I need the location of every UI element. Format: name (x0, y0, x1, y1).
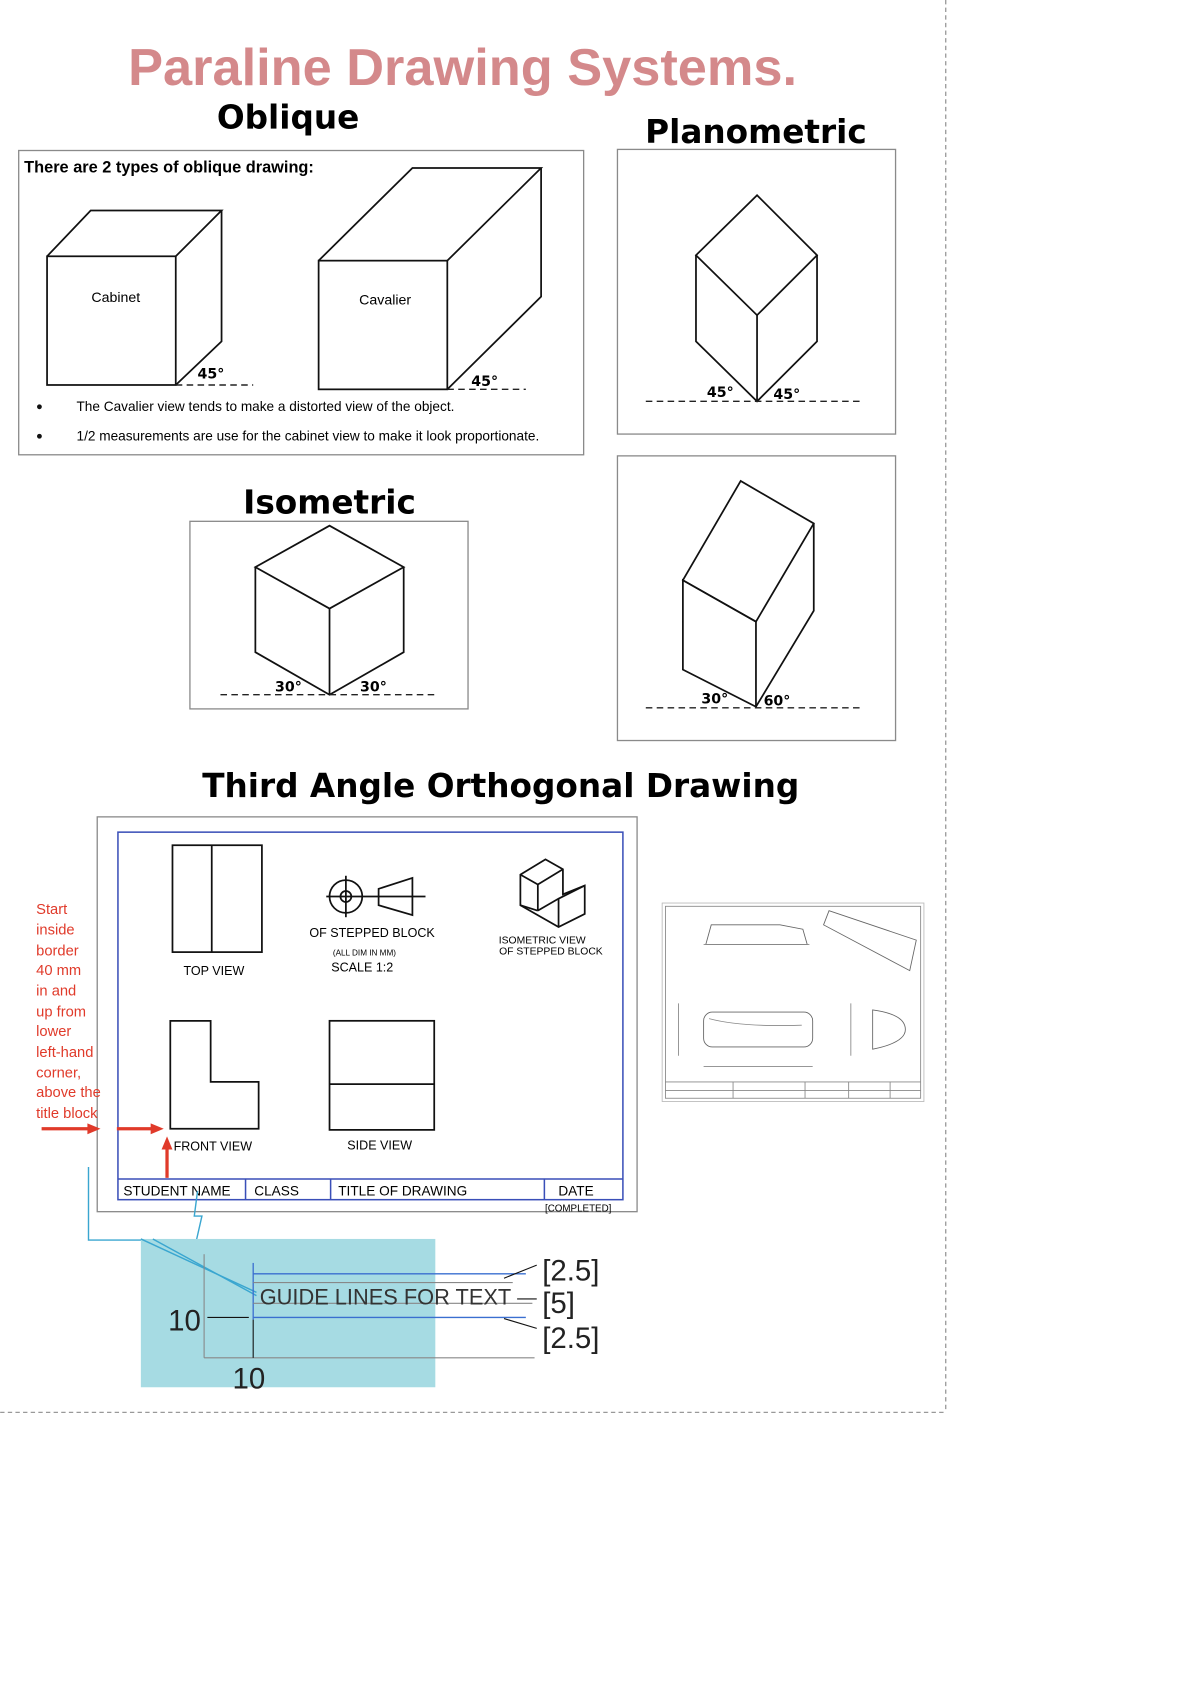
planometric-angle-60: 60° (764, 694, 791, 710)
guide-dim-middle: [5] (542, 1287, 575, 1320)
orthogonal-heading: Third Angle Orthogonal Drawing (202, 767, 799, 805)
margin-horizontal: 10 (168, 1305, 201, 1338)
side-view-label: SIDE VIEW (347, 1139, 412, 1153)
svg-text:40 mm: 40 mm (36, 963, 81, 979)
svg-text:up from: up from (36, 1004, 86, 1020)
svg-text:title block: title block (36, 1106, 98, 1122)
oblique-intro: There are 2 types of oblique drawing: (24, 158, 314, 176)
callout-line (87, 1166, 203, 1241)
oblique-heading: Oblique (217, 99, 360, 137)
guide-dim-top: [2.5] (542, 1254, 599, 1287)
isometric-angle-right: 30° (360, 679, 387, 695)
orthogonal-border (117, 831, 624, 1201)
cabinet-cube (46, 209, 254, 386)
cavalier-label: Cavalier (359, 292, 411, 308)
dim-note: (ALL DIM IN MM) (333, 948, 396, 957)
svg-text:border: border (36, 943, 79, 959)
isometric-angle-left: 30° (275, 679, 302, 695)
svg-text:inside: inside (36, 923, 74, 939)
third-angle-symbol-icon (326, 875, 426, 918)
dimension-arrows (207, 1264, 537, 1358)
title-block-class: CLASS (254, 1183, 299, 1198)
orthogonal-sheet (96, 816, 638, 1213)
start-annotation: Start inside border 40 mm in and up from… (36, 902, 101, 1122)
planometric-angle-left: 45° (707, 385, 734, 401)
svg-text:in and: in and (36, 984, 76, 1000)
oblique-panel (18, 149, 585, 456)
guide-text: GUIDE LINES FOR TEXT (260, 1284, 512, 1309)
iso-label-1: ISOMETRIC VIEW (499, 935, 586, 946)
bullet-icon (37, 404, 42, 410)
margin-vertical: 10 (232, 1362, 265, 1395)
scale-label: SCALE 1:2 (331, 961, 393, 975)
svg-text:Start: Start (36, 902, 67, 918)
svg-text:left-hand: left-hand (36, 1045, 93, 1061)
planometric-angle-right: 45° (773, 387, 800, 403)
guide-highlight (140, 1238, 436, 1388)
bullet-icon (37, 433, 42, 439)
guide-lines (203, 1254, 535, 1359)
oblique-bullet-1: The Cavalier view tends to make a distor… (77, 399, 455, 414)
stepped-block-isometric (519, 858, 586, 929)
top-view-drawing (171, 844, 263, 953)
isometric-heading: Isometric (243, 484, 416, 522)
title-block (117, 1178, 623, 1200)
isometric-cube (220, 524, 439, 696)
iso-label-2: OF STEPPED BLOCK (499, 946, 603, 957)
side-view-drawing (328, 1019, 436, 1131)
planometric-heading: Planometric (645, 113, 867, 151)
svg-text:above the: above the (36, 1085, 101, 1101)
page-title: Paraline Drawing Systems. (128, 39, 797, 97)
planometric-block (645, 479, 864, 709)
red-arrow-icon (41, 1123, 173, 1178)
projection-label: OF STEPPED BLOCK (309, 926, 435, 940)
planometric-angle-30: 30° (701, 691, 728, 707)
planometric-cube (645, 193, 864, 403)
svg-text:lower: lower (36, 1024, 71, 1040)
cabinet-label: Cabinet (91, 290, 140, 306)
cabinet-angle: 45° (198, 366, 225, 382)
date-note: [COMPLETED] (545, 1204, 612, 1215)
oblique-bullet-2: 1/2 measurements are use for the cabinet… (77, 429, 540, 444)
cavalier-cube (317, 167, 544, 391)
title-block-date: DATE (558, 1183, 593, 1198)
cavalier-angle: 45° (471, 374, 498, 390)
title-block-student-name: STUDENT NAME (123, 1183, 230, 1198)
top-view-label: TOP VIEW (184, 964, 245, 978)
front-view-label: FRONT VIEW (174, 1140, 253, 1154)
svg-text:corner,: corner, (36, 1066, 81, 1082)
title-block-title: TITLE OF DRAWING (338, 1183, 467, 1198)
example-drawing-thumbnail (661, 902, 925, 1102)
guide-dim-bottom: [2.5] (542, 1322, 599, 1355)
front-view-drawing (169, 1019, 260, 1130)
